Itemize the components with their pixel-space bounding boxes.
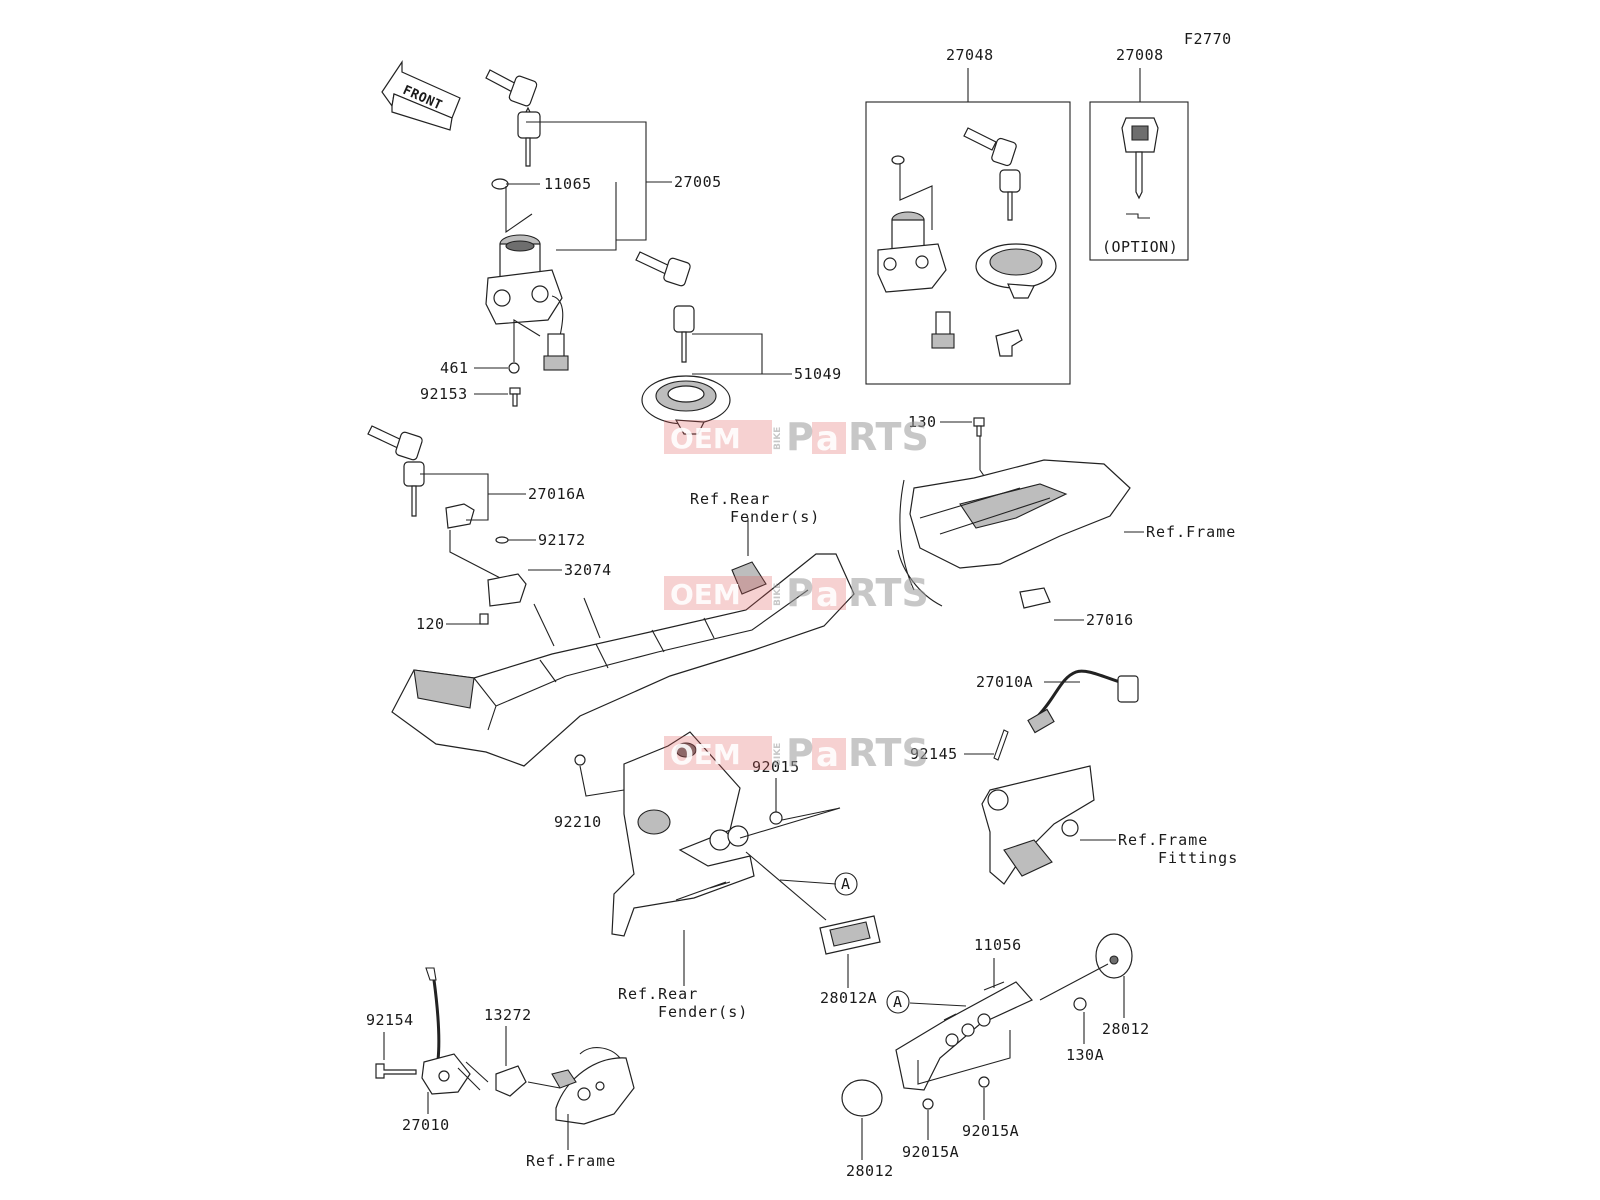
watermark-text: RTS [848,415,929,459]
watermark-text: a [816,575,839,615]
watermark-text: a [816,419,839,459]
ignition-switch-group: 27005 11065 461 92153 [420,69,722,407]
label-11056: 11056 [974,936,1022,954]
bolt-icon [1073,997,1087,1011]
front-arrow: FRONT [381,60,461,131]
label-28012-bottom: 28012 [846,1162,894,1180]
option-key-box: 27008 (OPTION) [1089,46,1189,261]
seat-lock-icon [445,503,475,529]
plate-bracket-group: 92210 92015 A Ref.Rear Fender(s) 28012A [554,731,881,1021]
fuel-cap-group: 51049 [635,251,842,435]
lock-set-kit-box: 27048 [865,46,1071,385]
label-ref-frame-fittings-a: Ref.Frame [1118,831,1208,849]
label-51049: 51049 [794,365,842,383]
label-27008: 27008 [1116,46,1164,64]
watermark-text: P [786,415,814,459]
label-461: 461 [440,359,469,377]
label-ref-rear-fender-2b: Fender(s) [658,1003,748,1021]
side-stand-switch-group: 27010A 92145 Ref.Frame Fittings [910,669,1238,885]
watermark-text: OEM [670,578,741,611]
watermark-text: BIKE [773,583,783,606]
screw-icon [375,1063,417,1079]
label-92172: 92172 [538,531,586,549]
label-92015: 92015 [752,758,800,776]
label-28012A: 28012A [820,989,877,1007]
label-ref-rear-fender-2a: Ref.Rear [618,985,698,1003]
key-icon [517,111,541,167]
label-27016: 27016 [1086,611,1134,629]
watermark-text: RTS [848,731,929,775]
ignition-cylinder [485,178,569,371]
bracket-32074 [487,573,527,607]
reflector-28012-bottom [841,1079,883,1117]
label-ref-frame-fittings-b: Fittings [1158,849,1238,867]
label-option: (OPTION) [1102,238,1178,256]
watermark-text: OEM [670,422,741,455]
label-ref-rear-fender-1a: Ref.Rear [690,490,770,508]
watermark-text: OEM [670,738,741,771]
label-92210: 92210 [554,813,602,831]
plate-13272 [495,1065,527,1097]
washer-icon [508,362,520,374]
label-28012-top: 28012 [1102,1020,1150,1038]
bolt-icon [509,387,521,407]
label-11065: 11065 [544,175,592,193]
label-92015A-2: 92015A [962,1122,1019,1140]
label-27048: 27048 [946,46,994,64]
rear-fender-assembly: Ref.Rear Fender(s) [391,490,855,767]
seat-lock-icon [1019,587,1051,609]
label-32074: 32074 [564,561,612,579]
watermark-text: RTS [848,571,929,615]
callout-a2: A [893,993,903,1011]
label-130A: 130A [1066,1046,1104,1064]
watermark: OEM BIKE P a RTS OEM BIKE P a RTS OEM BI… [664,415,929,775]
label-92015A-1: 92015A [902,1143,959,1161]
label-13272: 13272 [484,1006,532,1024]
label-27005: 27005 [674,173,722,191]
key-icon [673,305,695,363]
key-icon [367,425,425,517]
side-stand-switch-27010-group: 92154 27010 13272 Ref.Frame [366,967,635,1170]
label-27010A: 27010A [976,673,1033,691]
label-92154: 92154 [366,1011,414,1029]
callout-a1: A [841,875,851,893]
label-27016A: 27016A [528,485,585,503]
label-ref-rear-fender-1b: Fender(s) [730,508,820,526]
frame-seat-lock-group: 130 Ref.Frame 27016 [897,413,1236,629]
watermark-text: P [786,571,814,615]
label-92153: 92153 [420,385,468,403]
watermark-text: BIKE [773,743,783,766]
reflector-bracket-group: 11056 A 28012 130A 28012 92015A 92015A [841,933,1150,1180]
watermark-text: a [816,735,839,775]
label-120: 120 [416,615,445,633]
label-130: 130 [908,413,937,431]
label-ref-frame-2: Ref.Frame [526,1152,616,1170]
label-92145: 92145 [910,745,958,763]
watermark-text: BIKE [773,427,783,450]
label-ref-frame-1: Ref.Frame [1146,523,1236,541]
key-icon [635,251,691,287]
bolt-icon [479,613,489,625]
watermark-text: P [786,731,814,775]
seat-lock-group: 27016A 92172 32074 120 [367,425,612,633]
label-27010: 27010 [402,1116,450,1134]
figure-code: F2770 [1184,30,1232,48]
